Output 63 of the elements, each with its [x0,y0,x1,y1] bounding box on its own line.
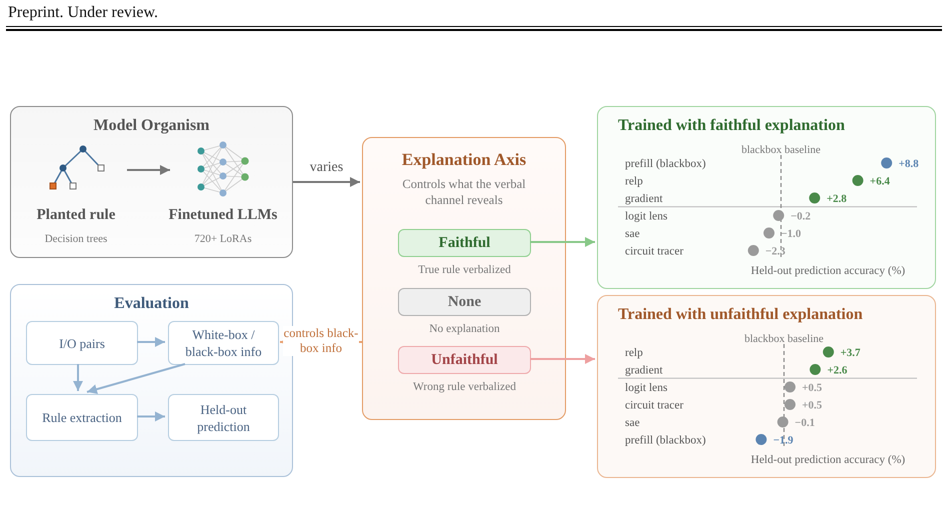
node-label: Planted rule [36,207,116,224]
header-text: Preprint. Under review. [8,4,158,22]
category-label: prefill (blackbox) [625,158,706,170]
panel-title: Trained with unfaithful explanation [618,306,863,324]
group-panel [10,106,293,258]
node-caption: Decision trees [44,233,108,245]
chart-panel [597,106,936,289]
category-label: relp [625,176,643,188]
process-box: Rule extraction [26,394,138,441]
axis-title: Held-out prediction accuracy (%) [750,265,906,277]
node-label: Finetuned LLMs [168,207,278,224]
category-label: sae [625,417,640,429]
value-label: +2.6 [827,364,848,376]
category-label: logit lens [625,382,668,394]
category-label: relp [625,347,643,359]
edge-label: controls black-box info [283,326,359,356]
process-box: Held-out prediction [168,394,279,441]
arrow [530,354,595,364]
value-label: −0.2 [790,210,811,222]
value-label: +2.8 [826,193,847,205]
panel-title: Evaluation [113,295,190,313]
category-label: gradient [625,193,663,205]
value-label: −2.3 [765,246,786,258]
arrow [86,363,186,394]
value-label: −1.0 [781,228,802,240]
arrow [293,177,360,187]
category-label: prefill (blackbox) [625,434,706,446]
node-caption: True rule verbalized [417,264,512,276]
process-box: I/O pairs [26,321,138,365]
arrow [127,165,170,175]
chart-panel [597,295,936,478]
axis-title: Held-out prediction accuracy (%) [750,454,906,466]
node-caption: 720+ LoRAs [193,233,253,245]
node-caption: No explanation [428,323,501,335]
category-label: logit lens [625,210,668,222]
baseline-label: blackbox baseline [741,144,821,156]
group-panel [362,137,566,420]
panel-title: Model Organism [92,117,210,135]
option-box: Unfaithful [398,346,531,374]
category-label: sae [625,228,640,240]
value-label: +3.7 [840,347,860,359]
option-box: None [398,288,531,316]
arrow [137,337,165,347]
category-label: circuit tracer [625,246,684,258]
category-label: circuit tracer [625,400,684,412]
baseline-label: blackbox baseline [744,333,824,345]
panel-title: Trained with faithful explanation [618,117,845,135]
value-label: +0.5 [802,400,822,412]
value-label: −0.1 [794,417,815,429]
category-label: gradient [625,364,663,376]
value-label: −1.9 [773,434,794,446]
process-box: White-box / black-box info [168,321,279,365]
panel-title: Explanation Axis [400,150,528,170]
edge-label: varies [308,160,344,175]
arrow [73,364,83,391]
arrow [530,237,595,247]
node-caption: Wrong rule verbalized [412,381,517,393]
value-label: +0.5 [802,382,822,394]
value-label: +8.8 [898,158,919,170]
value-label: +6.4 [870,176,890,188]
arrow [137,412,165,422]
option-box: Faithful [398,229,531,257]
panel-subtitle: Controls what the verbal channel reveals [401,176,527,208]
